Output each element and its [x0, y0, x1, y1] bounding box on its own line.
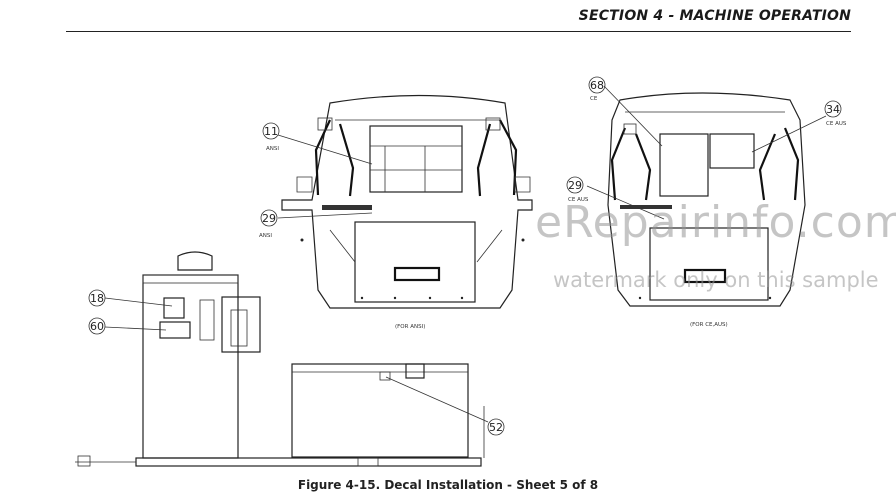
callout-29-ce: 29 CE AUS — [566, 176, 589, 203]
callout-18-number: 18 — [90, 292, 104, 305]
callout-34-number: 34 — [826, 103, 840, 116]
callout-29-ansi-sub: ANSI — [259, 233, 272, 239]
side-elevation — [75, 251, 485, 467]
ansi-view-label: (FOR ANSI) — [395, 324, 425, 330]
ansi-view — [281, 94, 533, 309]
callout-18: 18 — [88, 289, 106, 307]
leader-lines — [104, 85, 827, 423]
callout-60: 60 — [88, 317, 106, 335]
callout-29-ce-number: 29 — [568, 179, 582, 192]
callout-29-ansi: 29 ANSI — [259, 209, 278, 239]
ce-aus-view-label: (FOR CE,AUS) — [690, 322, 728, 328]
callout-34-sub: CE AUS — [826, 121, 847, 127]
figure-caption: Figure 4-15. Decal Installation - Sheet … — [297, 478, 599, 492]
callout-60-number: 60 — [90, 320, 104, 333]
callout-68: 68 CE — [588, 76, 606, 102]
callout-11: 11 ANSI — [262, 122, 280, 152]
ce-aus-view — [607, 92, 806, 307]
callout-34: 34 CE AUS — [824, 100, 847, 127]
callout-29-ansi-number: 29 — [262, 212, 276, 225]
callout-11-sub: ANSI — [266, 146, 279, 152]
callout-11-number: 11 — [264, 125, 278, 138]
header-rule — [66, 31, 851, 32]
callout-52: 52 — [487, 418, 505, 436]
section-header: SECTION 4 - MACHINE OPERATION — [578, 8, 851, 24]
callout-52-number: 52 — [489, 421, 503, 434]
callout-29-ce-sub: CE AUS — [568, 197, 589, 203]
callout-68-sub: CE — [590, 96, 598, 102]
callout-68-number: 68 — [590, 79, 604, 92]
